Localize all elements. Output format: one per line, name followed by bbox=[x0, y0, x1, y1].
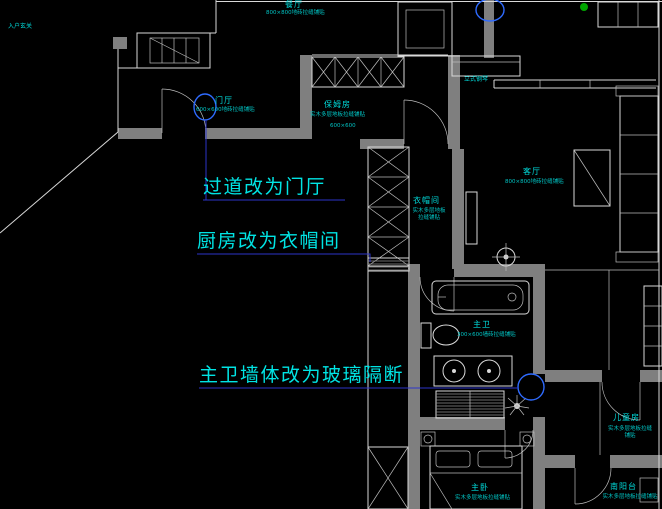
leader-lines bbox=[197, 120, 518, 389]
label-piano: 立式钢琴 bbox=[464, 76, 489, 83]
sideboard bbox=[597, 1, 659, 28]
nanny-cabinet bbox=[311, 56, 405, 88]
room-label-living: 客厅 bbox=[523, 167, 541, 176]
corridor-closet bbox=[367, 446, 409, 509]
wall-segments bbox=[113, 0, 662, 509]
room-spec-dining: 800×800地砖拉缝铺贴 bbox=[266, 10, 325, 16]
room-label-dining: 餐厅 bbox=[285, 0, 303, 9]
drain-spider-symbol bbox=[504, 395, 530, 416]
room-label-balcony: 南阳台 bbox=[610, 482, 637, 491]
revision-note-foyer[interactable]: 过道改为门厅 bbox=[203, 176, 327, 198]
center-mark-symbol bbox=[492, 243, 520, 271]
tv-unit bbox=[465, 191, 478, 245]
room-label-nanny: 保姆房 bbox=[324, 100, 351, 109]
room-label-masterbath: 主卫 bbox=[473, 320, 491, 329]
room-label-cloakroom: 衣帽间 bbox=[413, 196, 440, 205]
dining-table bbox=[397, 1, 453, 57]
room-spec-masterbath: 300×600墙砖拉缝铺贴 bbox=[457, 332, 516, 338]
room-spec-kids: 实木多层地板拉缝铺贴 bbox=[608, 426, 653, 439]
room-spec-master: 实木多层地板拉缝铺贴 bbox=[455, 495, 511, 501]
balcony-unit bbox=[639, 477, 659, 503]
bathtub bbox=[431, 280, 530, 315]
piano bbox=[451, 55, 521, 77]
room-spec-living: 800×800地砖拉缝铺贴 bbox=[505, 179, 564, 185]
threshold-hatch bbox=[367, 257, 410, 272]
plant-symbol bbox=[580, 3, 588, 11]
room-spec-cloakroom: 实木多层地板拉缝铺贴 bbox=[412, 208, 446, 221]
master-bed bbox=[420, 431, 535, 509]
room-label-foyer: 门厅 bbox=[215, 96, 233, 105]
entry-cabinet bbox=[136, 32, 211, 69]
coffee-table bbox=[573, 149, 611, 207]
toilet bbox=[420, 322, 460, 349]
room-spec-foyer: 600×600地砖拉缝铺贴 bbox=[196, 107, 255, 113]
room-spec-nanny: 实木多层地板拉缝铺贴 bbox=[310, 112, 366, 118]
revision-circle-top[interactable] bbox=[475, 0, 505, 22]
revision-note-cloakroom[interactable]: 厨房改为衣帽间 bbox=[197, 230, 341, 252]
room-spec-balcony: 实木多层地板拉缝铺贴 bbox=[602, 494, 658, 500]
revision-circle-bath[interactable] bbox=[517, 373, 545, 401]
room-dim-nanny: 600×600 bbox=[330, 123, 356, 129]
double-sink-vanity bbox=[433, 355, 513, 387]
room-label-master: 主卧 bbox=[471, 483, 489, 492]
sofa bbox=[615, 85, 659, 263]
room-label-entry-corner: 入户玄关 bbox=[8, 23, 33, 30]
revision-note-masterbath[interactable]: 主卫墙体改为玻璃隔断 bbox=[199, 364, 405, 386]
room-label-kids: 儿童房 bbox=[613, 413, 640, 422]
revision-circle-foyer[interactable] bbox=[193, 93, 217, 121]
revision-markers bbox=[193, 0, 545, 401]
louvered-unit bbox=[435, 390, 505, 419]
door-swings bbox=[161, 88, 641, 505]
wardrobe bbox=[367, 146, 410, 267]
kids-wardrobe bbox=[643, 285, 662, 367]
